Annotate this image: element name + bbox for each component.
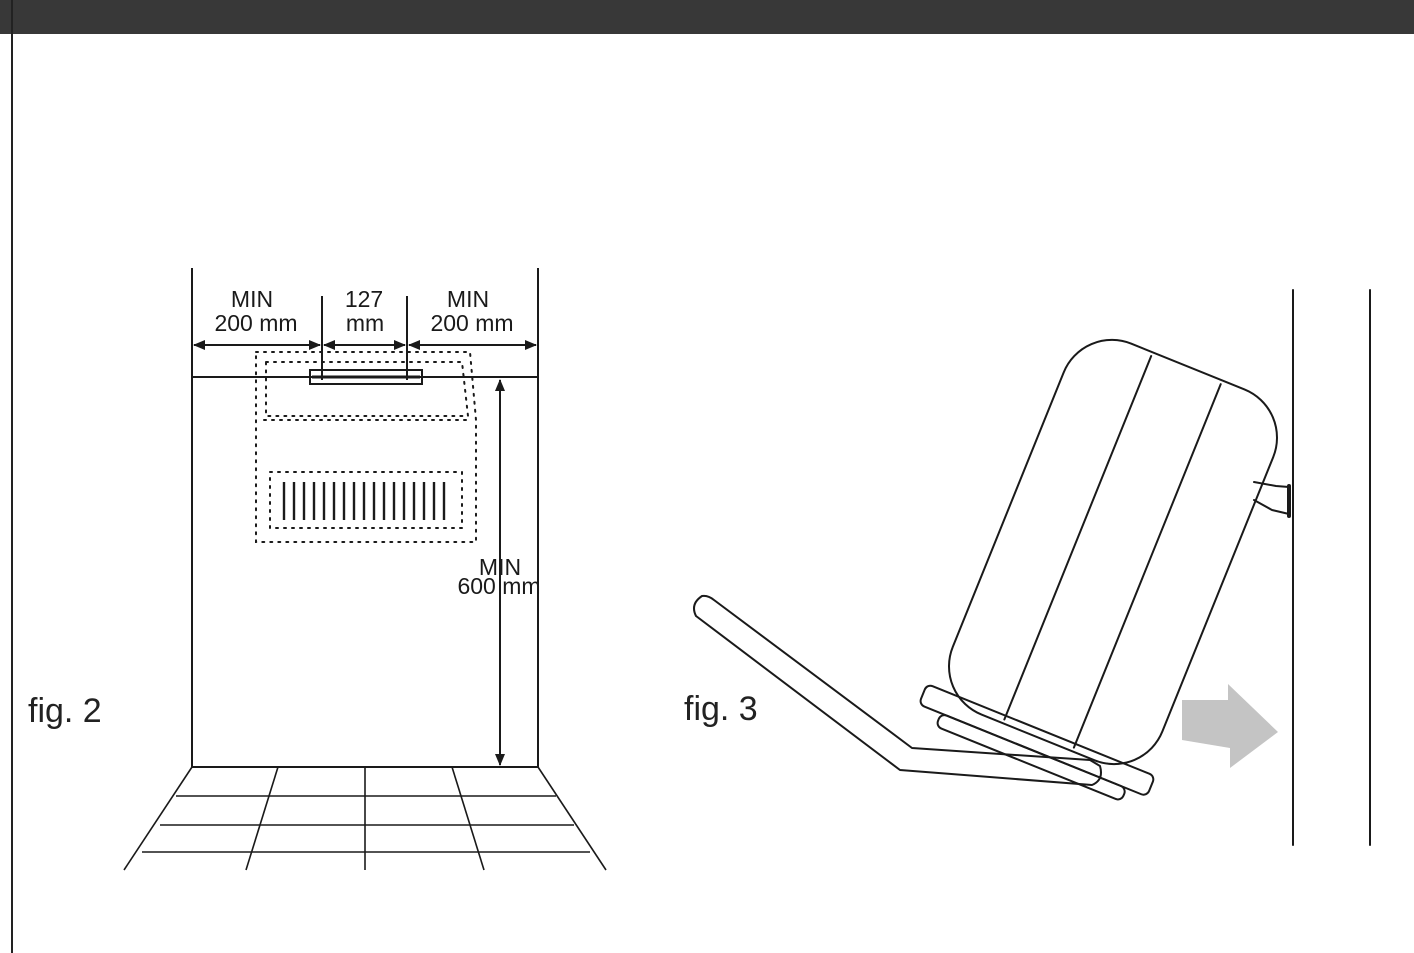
figure-3-caption: fig. 3 — [684, 690, 758, 728]
heater-body-ridge-1 — [1003, 355, 1153, 721]
figure-3 — [693, 289, 1371, 846]
figure-2 — [123, 268, 607, 871]
page-left-border — [11, 0, 13, 953]
mounting-bracket — [309, 369, 423, 385]
dim-left-label-1: MIN — [231, 286, 273, 312]
support-leg — [693, 594, 1102, 786]
dim-height-label-2: 600 mm — [457, 573, 540, 599]
dim-right-label-2: 200 mm — [430, 310, 513, 336]
heater-grille — [282, 482, 446, 520]
header-bar — [0, 0, 1414, 34]
dim-center-label-1: 127 — [345, 286, 383, 312]
dim-left-label-2: 200 mm — [214, 310, 297, 336]
dim-right-label-1: MIN — [447, 286, 489, 312]
heater-body-ridge-2 — [1072, 383, 1222, 749]
heater-body — [948, 338, 1278, 766]
push-direction-arrow — [1182, 684, 1278, 768]
heater-base — [919, 684, 1155, 796]
dim-height-label-1: MIN — [479, 554, 521, 580]
floor-tiles — [123, 766, 607, 871]
figure-2-caption: fig. 2 — [28, 692, 102, 730]
wall-bracket — [1253, 481, 1290, 515]
heater-outline — [255, 351, 477, 543]
dim-center-label-2: mm — [346, 310, 384, 336]
